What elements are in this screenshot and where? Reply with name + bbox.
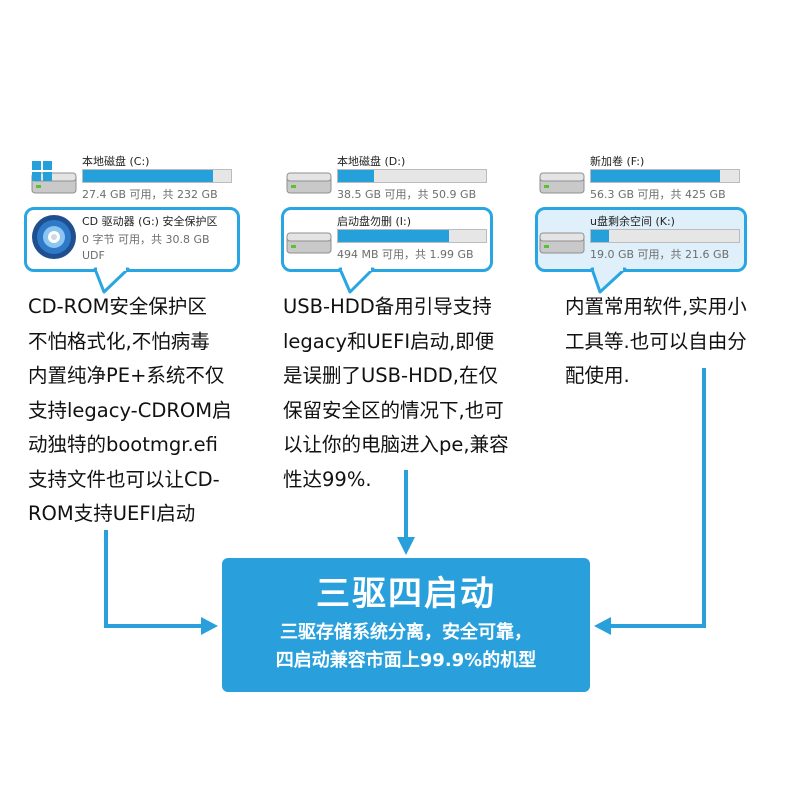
usage-bar: [590, 169, 740, 183]
drive-space-info: 0 字节 可用，共 30.8 GB: [82, 233, 210, 246]
drive-name: 本地磁盘 (D:): [337, 155, 406, 168]
hard-drive-icon: [286, 232, 332, 254]
description-cdrom: CD-ROM安全保护区 不怕格式化,不怕病毒 内置纯净PE+系统不仅 支持leg…: [28, 295, 232, 525]
hard-drive-icon: [539, 172, 585, 194]
cd-rom-icon: [32, 215, 76, 259]
drive-space-info: 19.0 GB 可用，共 21.6 GB: [590, 248, 730, 261]
banner-title: 三驱四启动: [316, 574, 496, 614]
hard-drive-icon: [539, 232, 585, 254]
drive-filesystem: UDF: [82, 249, 105, 262]
drive-k-usb[interactable]: u盘剩余空间 (K:) 19.0 GB 可用，共 21.6 GB: [538, 213, 743, 265]
usage-bar: [337, 169, 487, 183]
usage-bar: [82, 169, 232, 183]
drive-name: u盘剩余空间 (K:): [590, 215, 675, 228]
usage-bar: [337, 229, 487, 243]
banner-subtitle: 三驱存储系统分离，安全可靠， 四启动兼容市面上99.9%的机型: [275, 622, 537, 671]
drive-space-info: 38.5 GB 可用，共 50.9 GB: [337, 188, 477, 201]
drive-space-info: 27.4 GB 可用，共 232 GB: [82, 188, 218, 201]
hard-drive-icon: [286, 172, 332, 194]
drive-name: 本地磁盘 (C:): [82, 155, 150, 168]
drive-d[interactable]: 本地磁盘 (D:) 38.5 GB 可用，共 50.9 GB: [285, 153, 495, 205]
arrow-left: [104, 530, 205, 628]
arrow-right: [607, 368, 706, 628]
usage-bar: [590, 229, 740, 243]
drive-space-info: 56.3 GB 可用，共 425 GB: [590, 188, 726, 201]
drive-name: CD 驱动器 (G:) 安全保护区: [82, 215, 218, 228]
drive-c[interactable]: 本地磁盘 (C:) 27.4 GB 可用，共 232 GB: [30, 153, 240, 205]
drive-space-info: 494 MB 可用，共 1.99 GB: [337, 248, 474, 261]
drive-g-cdrom[interactable]: CD 驱动器 (G:) 安全保护区 0 字节 可用，共 30.8 GB UDF: [30, 213, 235, 265]
description-usb-hdd: USB-HDD备用引导支持 legacy和UEFI启动,即便 是误删了USB-H…: [283, 295, 509, 491]
drive-i-boot[interactable]: 启动盘勿删 (I:) 494 MB 可用，共 1.99 GB: [285, 213, 490, 265]
description-usb-space: 内置常用软件,实用小 工具等.也可以自由分 配使用.: [565, 295, 747, 387]
drive-name: 新加卷 (F:): [590, 155, 645, 168]
summary-banner: 三驱四启动 三驱存储系统分离，安全可靠， 四启动兼容市面上99.9%的机型: [222, 558, 590, 692]
windows-logo-icon: [32, 161, 52, 181]
drive-name: 启动盘勿删 (I:): [337, 215, 412, 228]
drive-f[interactable]: 新加卷 (F:) 56.3 GB 可用，共 425 GB: [538, 153, 748, 205]
